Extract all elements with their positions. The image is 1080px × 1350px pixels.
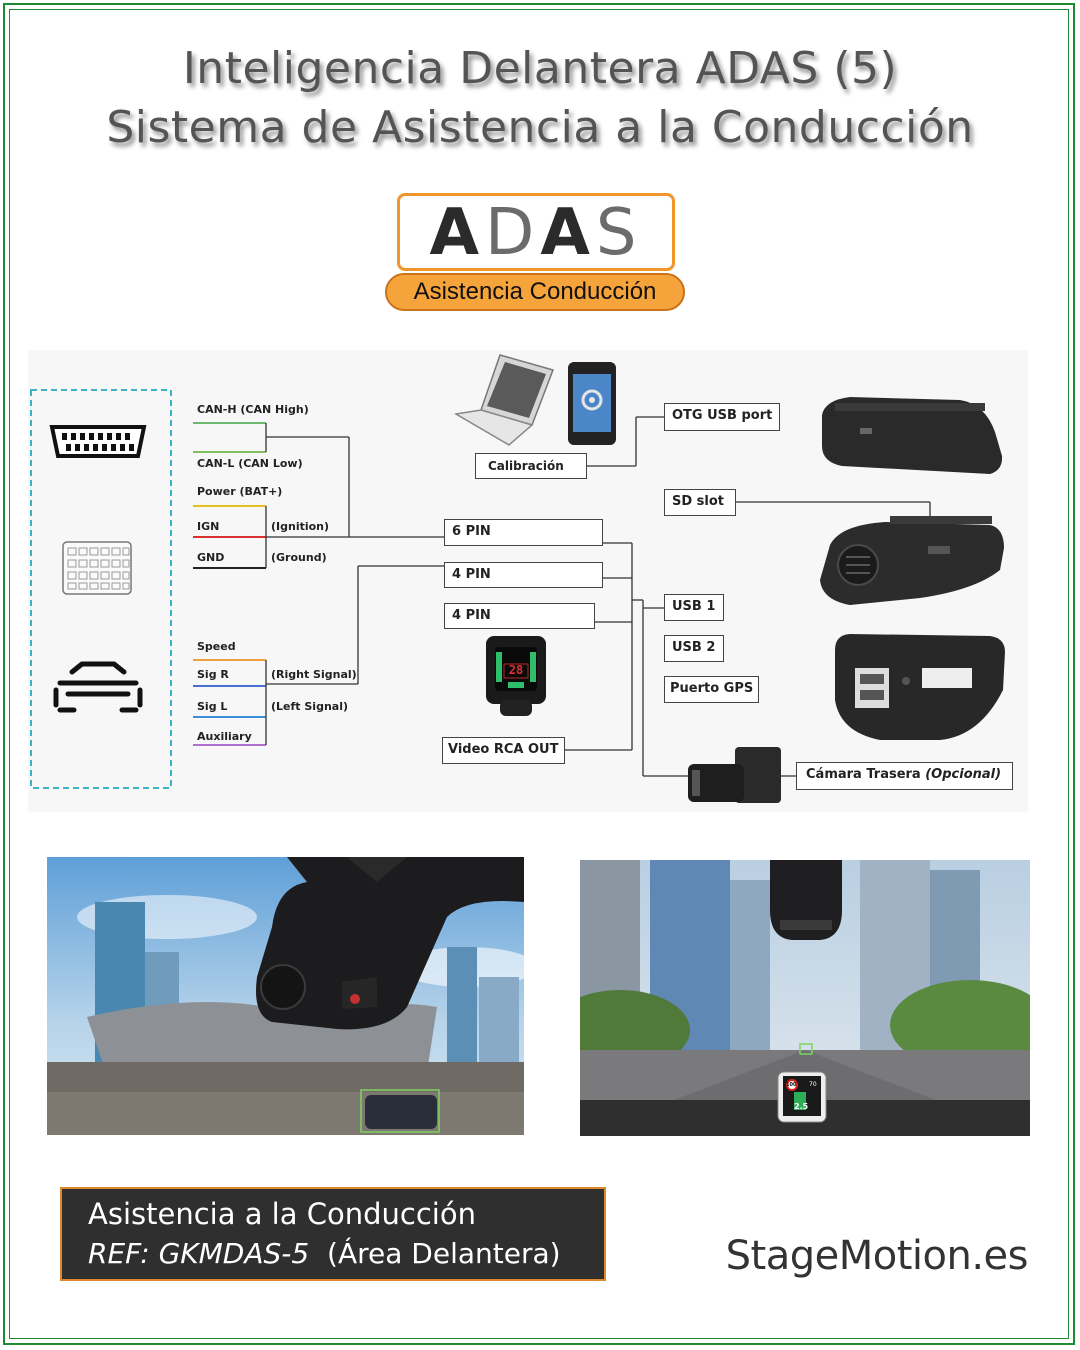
- wire-label-gnd-desc: (Ground): [271, 551, 327, 564]
- phone-icon: [568, 362, 616, 445]
- wire-label-speed: Speed: [197, 640, 236, 653]
- logo-letter-a2: A: [540, 196, 596, 270]
- logo-letter-d: D: [485, 196, 541, 270]
- photo-dashcam-mounted: [47, 857, 524, 1135]
- video-rca-out: Video RCA OUT: [442, 737, 565, 764]
- caption-reference: REF: GKMDAS-5 (Área Delantera): [88, 1237, 561, 1270]
- caption-area: (Área Delantera): [327, 1237, 561, 1270]
- wire-label-power: Power (BAT+): [197, 485, 283, 498]
- adas-wordmark: ADAS: [400, 198, 672, 268]
- page-title-line1: Inteligencia Delantera ADAS (5): [182, 43, 898, 94]
- connector-4-pin-a: 4 PIN: [444, 562, 603, 588]
- adas-tagline: Asistencia Conducción: [385, 273, 685, 311]
- wire-label-can-h: CAN-H (CAN High): [197, 403, 309, 416]
- otg-usb-port: OTG USB port: [664, 403, 780, 431]
- wire-label-sig-r-desc: (Right Signal): [271, 668, 357, 681]
- dashcam-top-photo: [822, 397, 1003, 474]
- wire-label-gnd: GND: [197, 551, 225, 564]
- display-speed-limit: 100: [786, 1082, 797, 1088]
- brand-name[interactable]: StageMotion.es: [725, 1233, 1029, 1279]
- usb-2-port: USB 2: [664, 635, 724, 662]
- display-distance: 2.5: [794, 1102, 809, 1111]
- sd-slot: SD slot: [664, 489, 736, 516]
- rear-camera-label: Cámara Trasera: [806, 767, 921, 782]
- wire-label-ign-desc: (Ignition): [271, 520, 330, 533]
- dashcam-side-photo: [820, 516, 1004, 605]
- display-speed-value: 70: [809, 1081, 817, 1088]
- hud-display-photo: [486, 636, 546, 716]
- rear-camera-photo: [688, 747, 781, 803]
- wire-label-can-l: CAN-L (CAN Low): [197, 457, 303, 470]
- calibration-box: Calibración: [475, 453, 587, 479]
- photo-road-with-display: 100 70 2.5: [580, 860, 1030, 1136]
- usb-1-port: USB 1: [664, 594, 724, 621]
- caption-title: Asistencia a la Conducción: [88, 1197, 476, 1231]
- wire-label-sig-l: Sig L: [197, 700, 228, 713]
- product-caption: Asistencia a la Conducción REF: GKMDAS-5…: [60, 1187, 606, 1281]
- obd-connector-icon: [49, 425, 147, 458]
- dashcam-rear-ports-photo: [835, 634, 1005, 740]
- wire-label-auxiliary: Auxiliary: [197, 730, 252, 743]
- wire-label-ign: IGN: [197, 520, 220, 533]
- hud-display-reading: 28: [508, 663, 524, 677]
- gps-port: Puerto GPS: [664, 676, 759, 703]
- page-title-line2: Sistema de Asistencia a la Conducción: [106, 102, 974, 153]
- car-front-icon: [53, 661, 143, 713]
- vehicle-sources-box: [30, 389, 172, 789]
- outer-frame: [3, 3, 1075, 1345]
- inner-frame: [9, 9, 1069, 1339]
- caption-ref: REF: GKMDAS-5: [88, 1237, 310, 1270]
- wire-label-sig-l-desc: (Left Signal): [271, 700, 348, 713]
- logo-letter-s: S: [595, 196, 643, 270]
- connector-4-pin-b: 4 PIN: [444, 603, 595, 629]
- rear-camera-optional: (Opcional): [925, 767, 1002, 782]
- logo-letter-a1: A: [429, 196, 486, 270]
- adas-logo: ADAS: [397, 193, 675, 271]
- harness-connector-icon: [62, 541, 132, 595]
- laptop-icon: [453, 354, 554, 446]
- connector-6-pin: 6 PIN: [444, 519, 603, 546]
- rear-camera-port: Cámara Trasera (Opcional): [796, 762, 1013, 790]
- wire-label-sig-r: Sig R: [197, 668, 229, 681]
